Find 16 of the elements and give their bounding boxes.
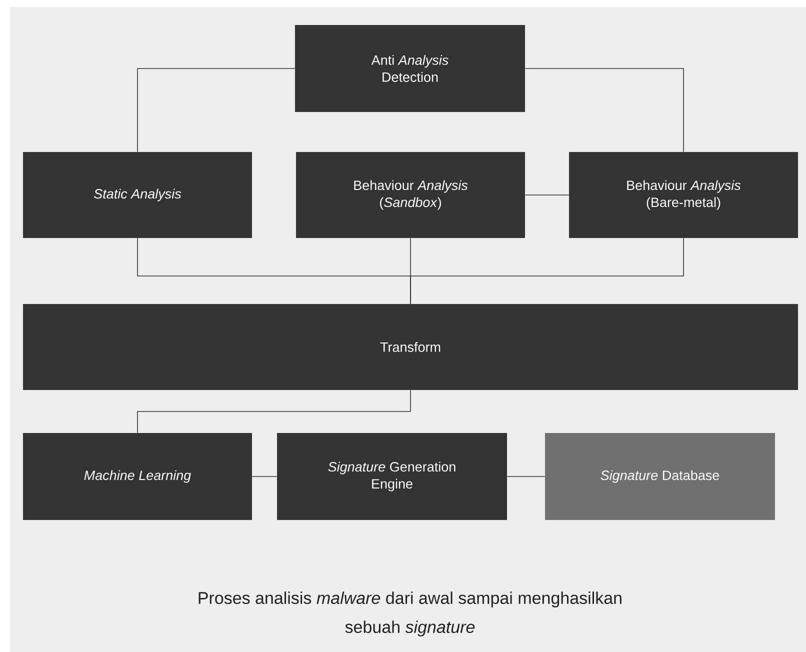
connector-line <box>137 390 411 434</box>
connector-line <box>410 238 684 304</box>
process-box: Signature Database <box>545 432 775 520</box>
connector-line <box>506 476 546 477</box>
connector-line <box>524 68 684 152</box>
connector-line <box>137 68 296 152</box>
connector-line <box>524 194 570 196</box>
transform-bar: Transform <box>23 304 798 390</box>
caption: Proses analisis malware dari awal sampai menghasilkan sebuah signature <box>198 592 622 636</box>
process-box: Machine Learning <box>23 432 252 520</box>
process-box: Behaviour Analysis (Bare-metal) <box>569 152 798 238</box>
process-box: Signature Generation Engine <box>277 432 507 520</box>
process-box: Behaviour Analysis (Sandbox) <box>296 152 525 238</box>
connector-line <box>252 476 278 477</box>
process-box: Static Analysis <box>23 152 252 238</box>
process-box: Anti Analysis Detection <box>295 24 525 112</box>
